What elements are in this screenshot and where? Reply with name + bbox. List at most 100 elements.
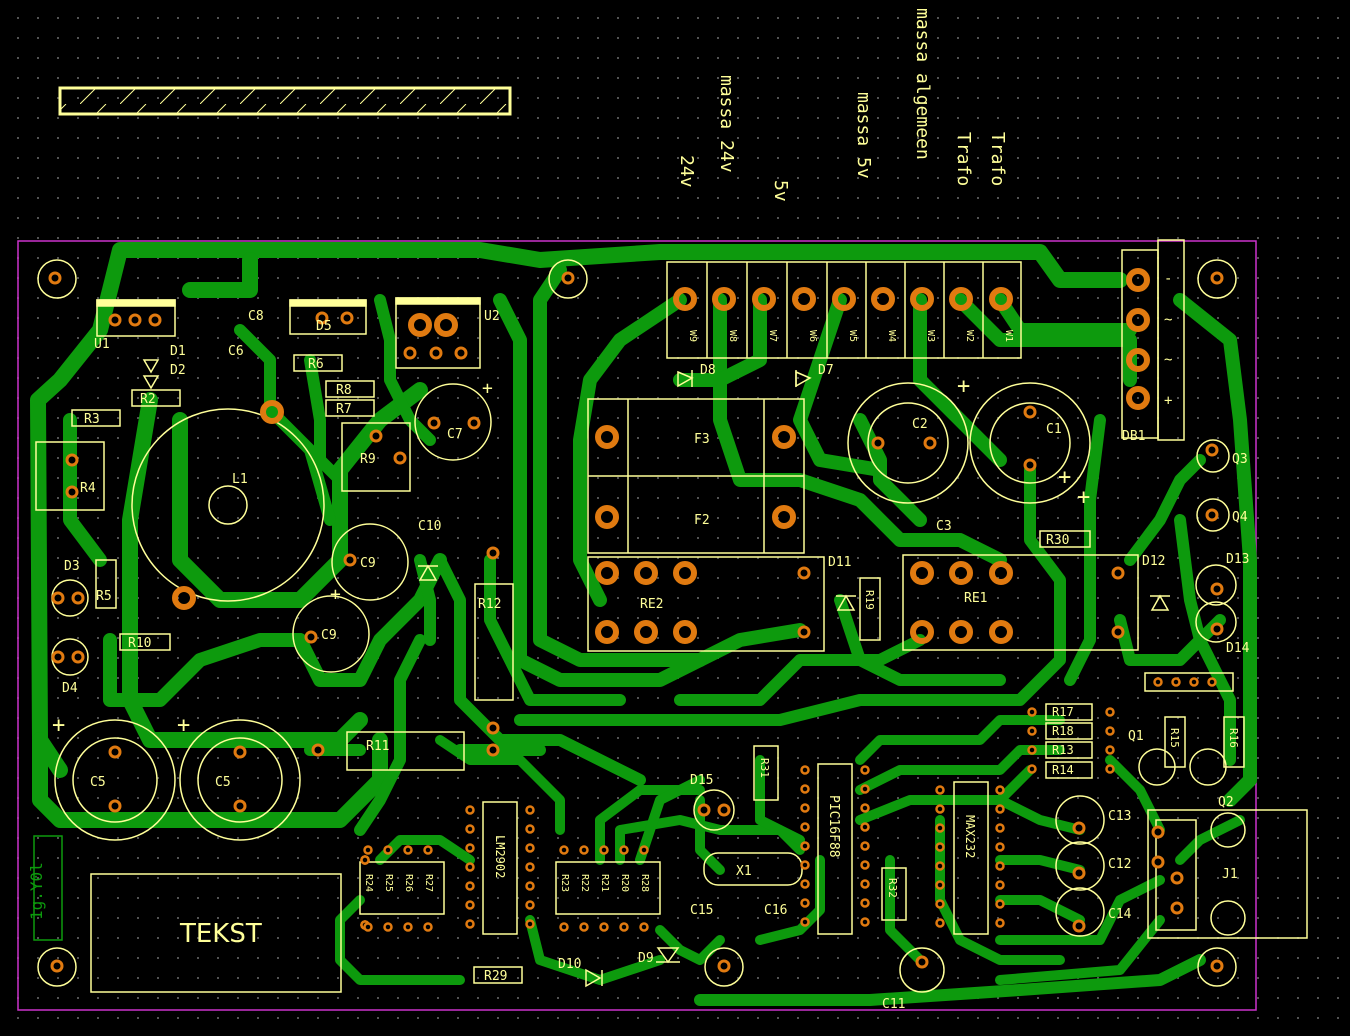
pad bbox=[315, 311, 329, 325]
pad bbox=[51, 650, 65, 664]
ref-c7: C7 bbox=[447, 427, 463, 442]
plus-c2: + bbox=[957, 374, 970, 399]
pad bbox=[697, 803, 711, 817]
ic-pin bbox=[363, 845, 373, 855]
pad bbox=[108, 799, 122, 813]
ref-max: MAX232 bbox=[963, 815, 977, 858]
ref-c12: C12 bbox=[1108, 857, 1131, 872]
ic-pin bbox=[559, 922, 569, 932]
pad bbox=[752, 287, 776, 311]
ref-r23: R23 bbox=[559, 874, 570, 892]
ic-pin bbox=[935, 785, 945, 795]
ref-d12: D12 bbox=[1142, 554, 1165, 569]
terminal-w5: W5 bbox=[847, 330, 858, 342]
ic-pin bbox=[465, 824, 475, 834]
pad bbox=[595, 620, 619, 644]
label-trafo-2: Trafo bbox=[987, 132, 1008, 186]
ref-r21: R21 bbox=[599, 874, 610, 892]
pad bbox=[434, 313, 458, 337]
pad bbox=[717, 803, 731, 817]
pad bbox=[595, 561, 619, 585]
ref-r3: R3 bbox=[84, 412, 100, 427]
ref-r8: R8 bbox=[336, 383, 352, 398]
pad bbox=[989, 561, 1013, 585]
ic-pin bbox=[860, 765, 870, 775]
ref-r12: R12 bbox=[478, 597, 501, 612]
silkscreen-outlines bbox=[33, 239, 1308, 993]
terminal-w1: W1 bbox=[1003, 330, 1014, 342]
pad bbox=[1210, 271, 1224, 285]
pad bbox=[408, 313, 432, 337]
ic-pin bbox=[465, 919, 475, 929]
ref-d5: D5 bbox=[316, 319, 332, 334]
ref-r13: R13 bbox=[1052, 743, 1074, 757]
pad bbox=[427, 416, 441, 430]
pad bbox=[797, 566, 811, 580]
ref-u1: U1 bbox=[94, 337, 110, 352]
pad bbox=[340, 311, 354, 325]
ref-re1: RE1 bbox=[964, 591, 987, 606]
ref-u2: U2 bbox=[484, 309, 500, 324]
pad bbox=[595, 505, 619, 529]
ref-r10: R10 bbox=[128, 636, 151, 651]
ref-d2: D2 bbox=[170, 363, 186, 378]
ic-pin bbox=[525, 824, 535, 834]
pad bbox=[871, 287, 895, 311]
ref-r6: R6 bbox=[308, 357, 324, 372]
ref-r32: R32 bbox=[886, 878, 899, 898]
ref-r25: R25 bbox=[383, 874, 394, 892]
pad bbox=[1126, 348, 1150, 372]
ref-l1: L1 bbox=[232, 472, 248, 487]
ref-c5a: C5 bbox=[90, 775, 106, 790]
ref-c15: C15 bbox=[690, 903, 713, 918]
silkscreen-labels: 24v massa 24v 5v massa 5v massa algemeen… bbox=[27, 8, 1250, 1012]
pad bbox=[989, 287, 1013, 311]
ref-lm: LM2902 bbox=[493, 835, 507, 878]
ic-pin bbox=[800, 784, 810, 794]
pad bbox=[311, 743, 325, 757]
ic-pin bbox=[360, 855, 370, 865]
ref-d1: D1 bbox=[170, 344, 186, 359]
ref-c10: C10 bbox=[418, 519, 441, 534]
ic-pin bbox=[403, 922, 413, 932]
ic-pin bbox=[800, 860, 810, 870]
pad bbox=[1151, 825, 1165, 839]
ic-pin bbox=[860, 860, 870, 870]
db1-pin-ac1: ~ bbox=[1164, 312, 1172, 328]
ref-r22: R22 bbox=[579, 874, 590, 892]
pad bbox=[486, 721, 500, 735]
ref-q2: Q2 bbox=[1218, 795, 1234, 810]
ic-pin bbox=[935, 842, 945, 852]
plus-c9: + bbox=[330, 584, 341, 605]
ic-pin bbox=[1105, 745, 1115, 755]
ic-pin bbox=[599, 922, 609, 932]
ic-pin bbox=[800, 917, 810, 927]
ref-c2: C2 bbox=[912, 417, 928, 432]
ic-pin bbox=[525, 805, 535, 815]
pad bbox=[1023, 405, 1037, 419]
terminal-w8: W8 bbox=[727, 330, 738, 342]
ic-pin bbox=[639, 845, 649, 855]
ref-d10: D10 bbox=[558, 957, 581, 972]
pad bbox=[393, 451, 407, 465]
ic-pin bbox=[1105, 764, 1115, 774]
pad bbox=[71, 650, 85, 664]
pad bbox=[429, 346, 443, 360]
ref-d13: D13 bbox=[1226, 552, 1249, 567]
pad bbox=[673, 561, 697, 585]
label-massa-24v: massa 24v bbox=[716, 75, 737, 173]
ic-pin bbox=[525, 843, 535, 853]
ic-pin bbox=[465, 843, 475, 853]
ic-pin bbox=[465, 805, 475, 815]
pad bbox=[48, 271, 62, 285]
pad bbox=[1072, 919, 1086, 933]
ref-x1: X1 bbox=[736, 864, 752, 879]
pad bbox=[403, 346, 417, 360]
pad bbox=[65, 485, 79, 499]
terminal-w6: W6 bbox=[807, 330, 818, 342]
ic-pin bbox=[1189, 677, 1199, 687]
ic-pin bbox=[639, 922, 649, 932]
ic-pin bbox=[423, 922, 433, 932]
ic-pin bbox=[995, 785, 1005, 795]
ic-pin bbox=[860, 898, 870, 908]
